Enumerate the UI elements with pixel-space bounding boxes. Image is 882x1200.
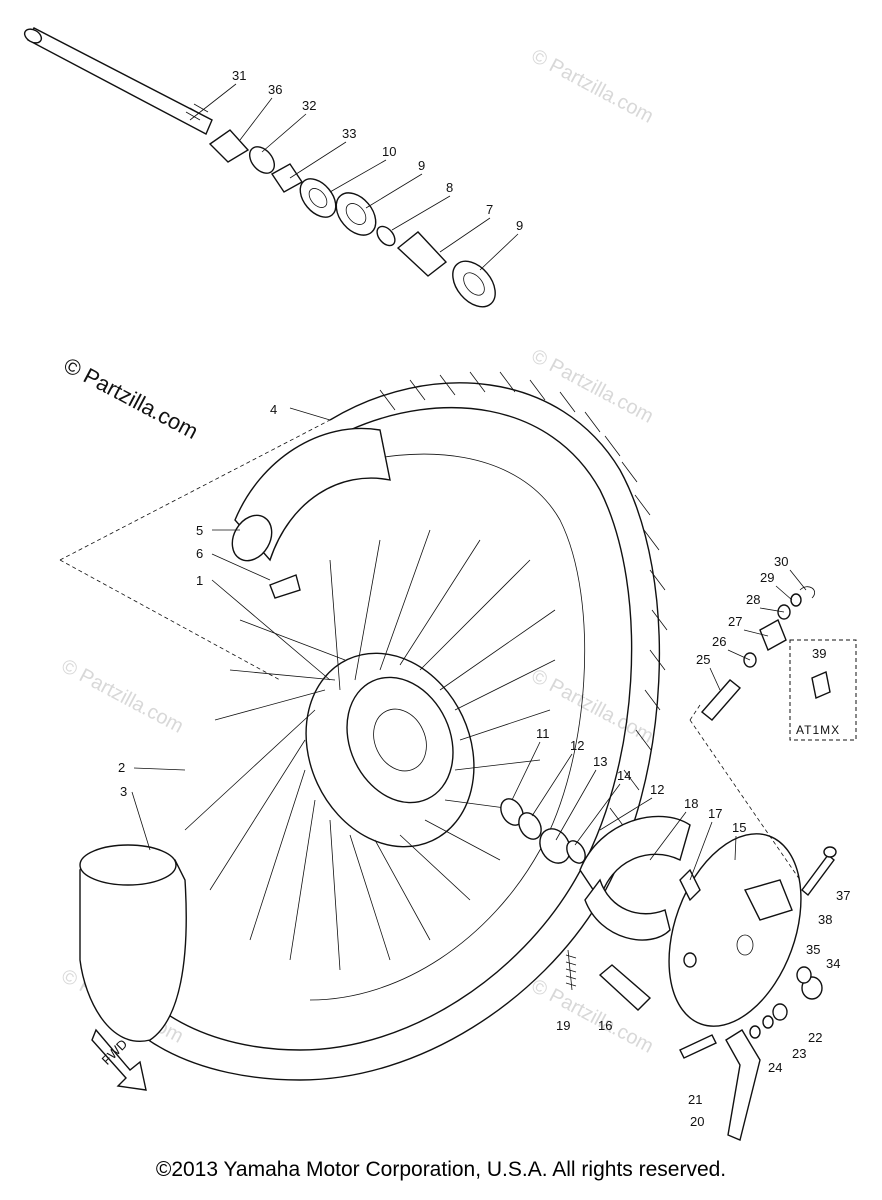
- part-label: 13: [593, 754, 607, 769]
- part-label: 17: [708, 806, 722, 821]
- part-label: 23: [792, 1046, 806, 1061]
- part-label: 6: [196, 546, 203, 561]
- part-label: 21: [688, 1092, 702, 1107]
- part-label: 19: [556, 1018, 570, 1033]
- watermark-text: © Partzilla.com: [58, 655, 187, 738]
- part-label: 36: [268, 82, 282, 97]
- part-label: 9: [418, 158, 425, 173]
- part-label: 3: [120, 784, 127, 799]
- part-label: 27: [728, 614, 742, 629]
- copyright-footer: ©2013 Yamaha Motor Corporation, U.S.A. A…: [155, 1158, 727, 1181]
- part-label: 34: [826, 956, 840, 971]
- part-label: 5: [196, 523, 203, 538]
- part-label: 30: [774, 554, 788, 569]
- part-label: 7: [486, 202, 493, 217]
- watermark-main: © Partzilla.com: [60, 352, 203, 444]
- leader-lines: [131, 83, 807, 881]
- brake-illustration: [59, 419, 857, 1141]
- part-label: 37: [836, 888, 850, 903]
- part-label: 20: [690, 1114, 704, 1129]
- part-label: 22: [808, 1030, 822, 1045]
- axle-illustration: [23, 27, 213, 135]
- part-label: 16: [598, 1018, 612, 1033]
- part-label: 12: [650, 782, 664, 797]
- part-label: 10: [382, 144, 396, 159]
- part-label: 31: [232, 68, 246, 83]
- variant-label: AT1MX: [796, 723, 840, 737]
- part-label: 14: [617, 768, 631, 783]
- part-label: 26: [712, 634, 726, 649]
- part-label: 2: [118, 760, 125, 775]
- part-label: 33: [342, 126, 356, 141]
- part-label: 25: [696, 652, 710, 667]
- part-number-labels: 31 36 32 33 10 9 8 7 9 4 5 6 1 2 3 11 12…: [99, 68, 851, 1129]
- part-label: 18: [684, 796, 698, 811]
- part-label: 28: [746, 592, 760, 607]
- part-label: 4: [270, 402, 277, 417]
- part-label: 24: [768, 1060, 782, 1075]
- part-label: 29: [760, 570, 774, 585]
- part-label: 9: [516, 218, 523, 233]
- part-label: 35: [806, 942, 820, 957]
- part-label: 11: [536, 726, 550, 741]
- watermark-text: © Partzilla.com: [528, 345, 657, 428]
- watermark-text: © Partzilla.com: [528, 45, 657, 128]
- part-label: 38: [818, 912, 832, 927]
- axle-parts-illustration: [208, 129, 496, 308]
- part-label: 1: [196, 573, 203, 588]
- part-label: 8: [446, 180, 453, 195]
- part-label: 32: [302, 98, 316, 113]
- part-label: 39: [812, 646, 826, 661]
- part-label: 15: [732, 820, 746, 835]
- part-label: 12: [570, 738, 584, 753]
- wheel-illustration: [79, 371, 668, 1081]
